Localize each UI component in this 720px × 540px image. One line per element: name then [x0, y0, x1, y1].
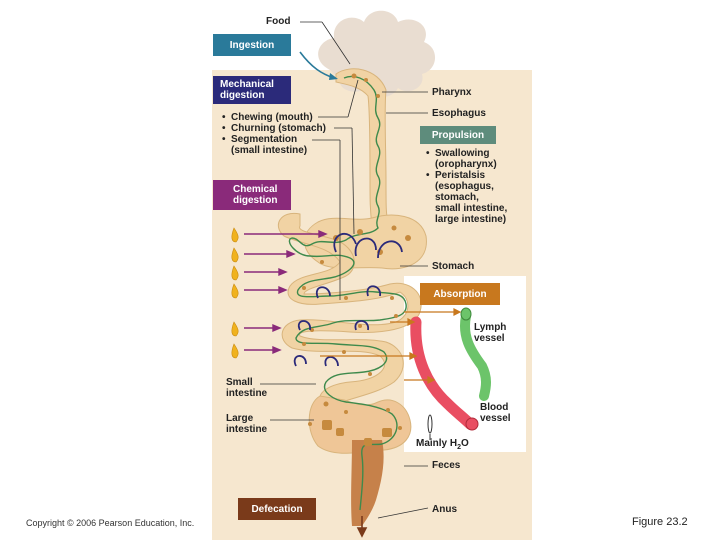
blood-vessel-end: [465, 417, 479, 431]
leader-lines: [260, 21, 429, 519]
churning-arrows: [293, 232, 403, 367]
stomach-label: Stomach: [432, 261, 475, 272]
enzyme-arrows: [244, 229, 328, 355]
mechanical-digestion-box: Mechanical digestion: [213, 76, 291, 104]
small-intestine-label: Small intestine: [226, 377, 268, 399]
ingestion-label: Ingestion: [229, 39, 275, 51]
propulsion-item: Swallowing(oropharynx): [426, 148, 507, 170]
blood-vessel: [410, 316, 476, 430]
food-label: Food: [266, 16, 291, 27]
mechanical-item: Chewing (mouth): [222, 112, 326, 123]
absorption-label: Absorption: [433, 288, 487, 300]
esophagus-label: Esophagus: [432, 108, 486, 119]
feces-label: Feces: [432, 460, 461, 471]
propulsion-box: Propulsion: [420, 126, 496, 144]
blood-vessel-label: Blood vessel: [480, 402, 511, 424]
defecation-arrow: [356, 516, 368, 538]
mechanical-item: Churning (stomach): [222, 123, 326, 134]
defecation-box: Defecation: [238, 498, 316, 520]
chemical-digestion-box: Chemical digestion: [213, 180, 291, 210]
figure-number: Figure 23.2: [632, 516, 688, 528]
food-particles: [302, 73, 411, 446]
ingestion-arrowhead: [329, 73, 338, 80]
rectum-shape: [351, 440, 384, 526]
anus-label: Anus: [432, 504, 457, 515]
water-label: Mainly H2O: [416, 438, 469, 451]
mechanical-item: Segmentation(small intestine): [222, 134, 326, 156]
water-absorption-marker: [427, 414, 433, 440]
lymph-vessel: [460, 311, 491, 401]
ingestion-box: Ingestion: [213, 34, 291, 56]
mechanical-digestion-label: Mechanical digestion: [220, 79, 274, 101]
small-intestine-shape: [278, 212, 422, 409]
absorption-box: Absorption: [420, 283, 500, 305]
propulsion-label: Propulsion: [431, 129, 485, 141]
mechanical-digestion-list: Chewing (mouth) Churning (stomach) Segme…: [222, 112, 326, 156]
absorption-arrows: [320, 308, 462, 384]
lymph-vessel-end: [460, 307, 472, 321]
large-intestine-label: Large intestine: [226, 413, 268, 435]
copyright-text: Copyright © 2006 Pearson Education, Inc.: [26, 518, 195, 528]
defecation-label: Defecation: [251, 503, 303, 515]
propulsion-list: Swallowing(oropharynx) Peristalsis(esoph…: [426, 148, 507, 225]
chemical-digestion-label: Chemical digestion: [233, 184, 278, 206]
pharynx-label: Pharynx: [432, 87, 472, 98]
propulsion-item: Peristalsis(esophagus,stomach,small inte…: [426, 170, 507, 225]
lymph-vessel-label: Lymph vessel: [474, 322, 507, 344]
